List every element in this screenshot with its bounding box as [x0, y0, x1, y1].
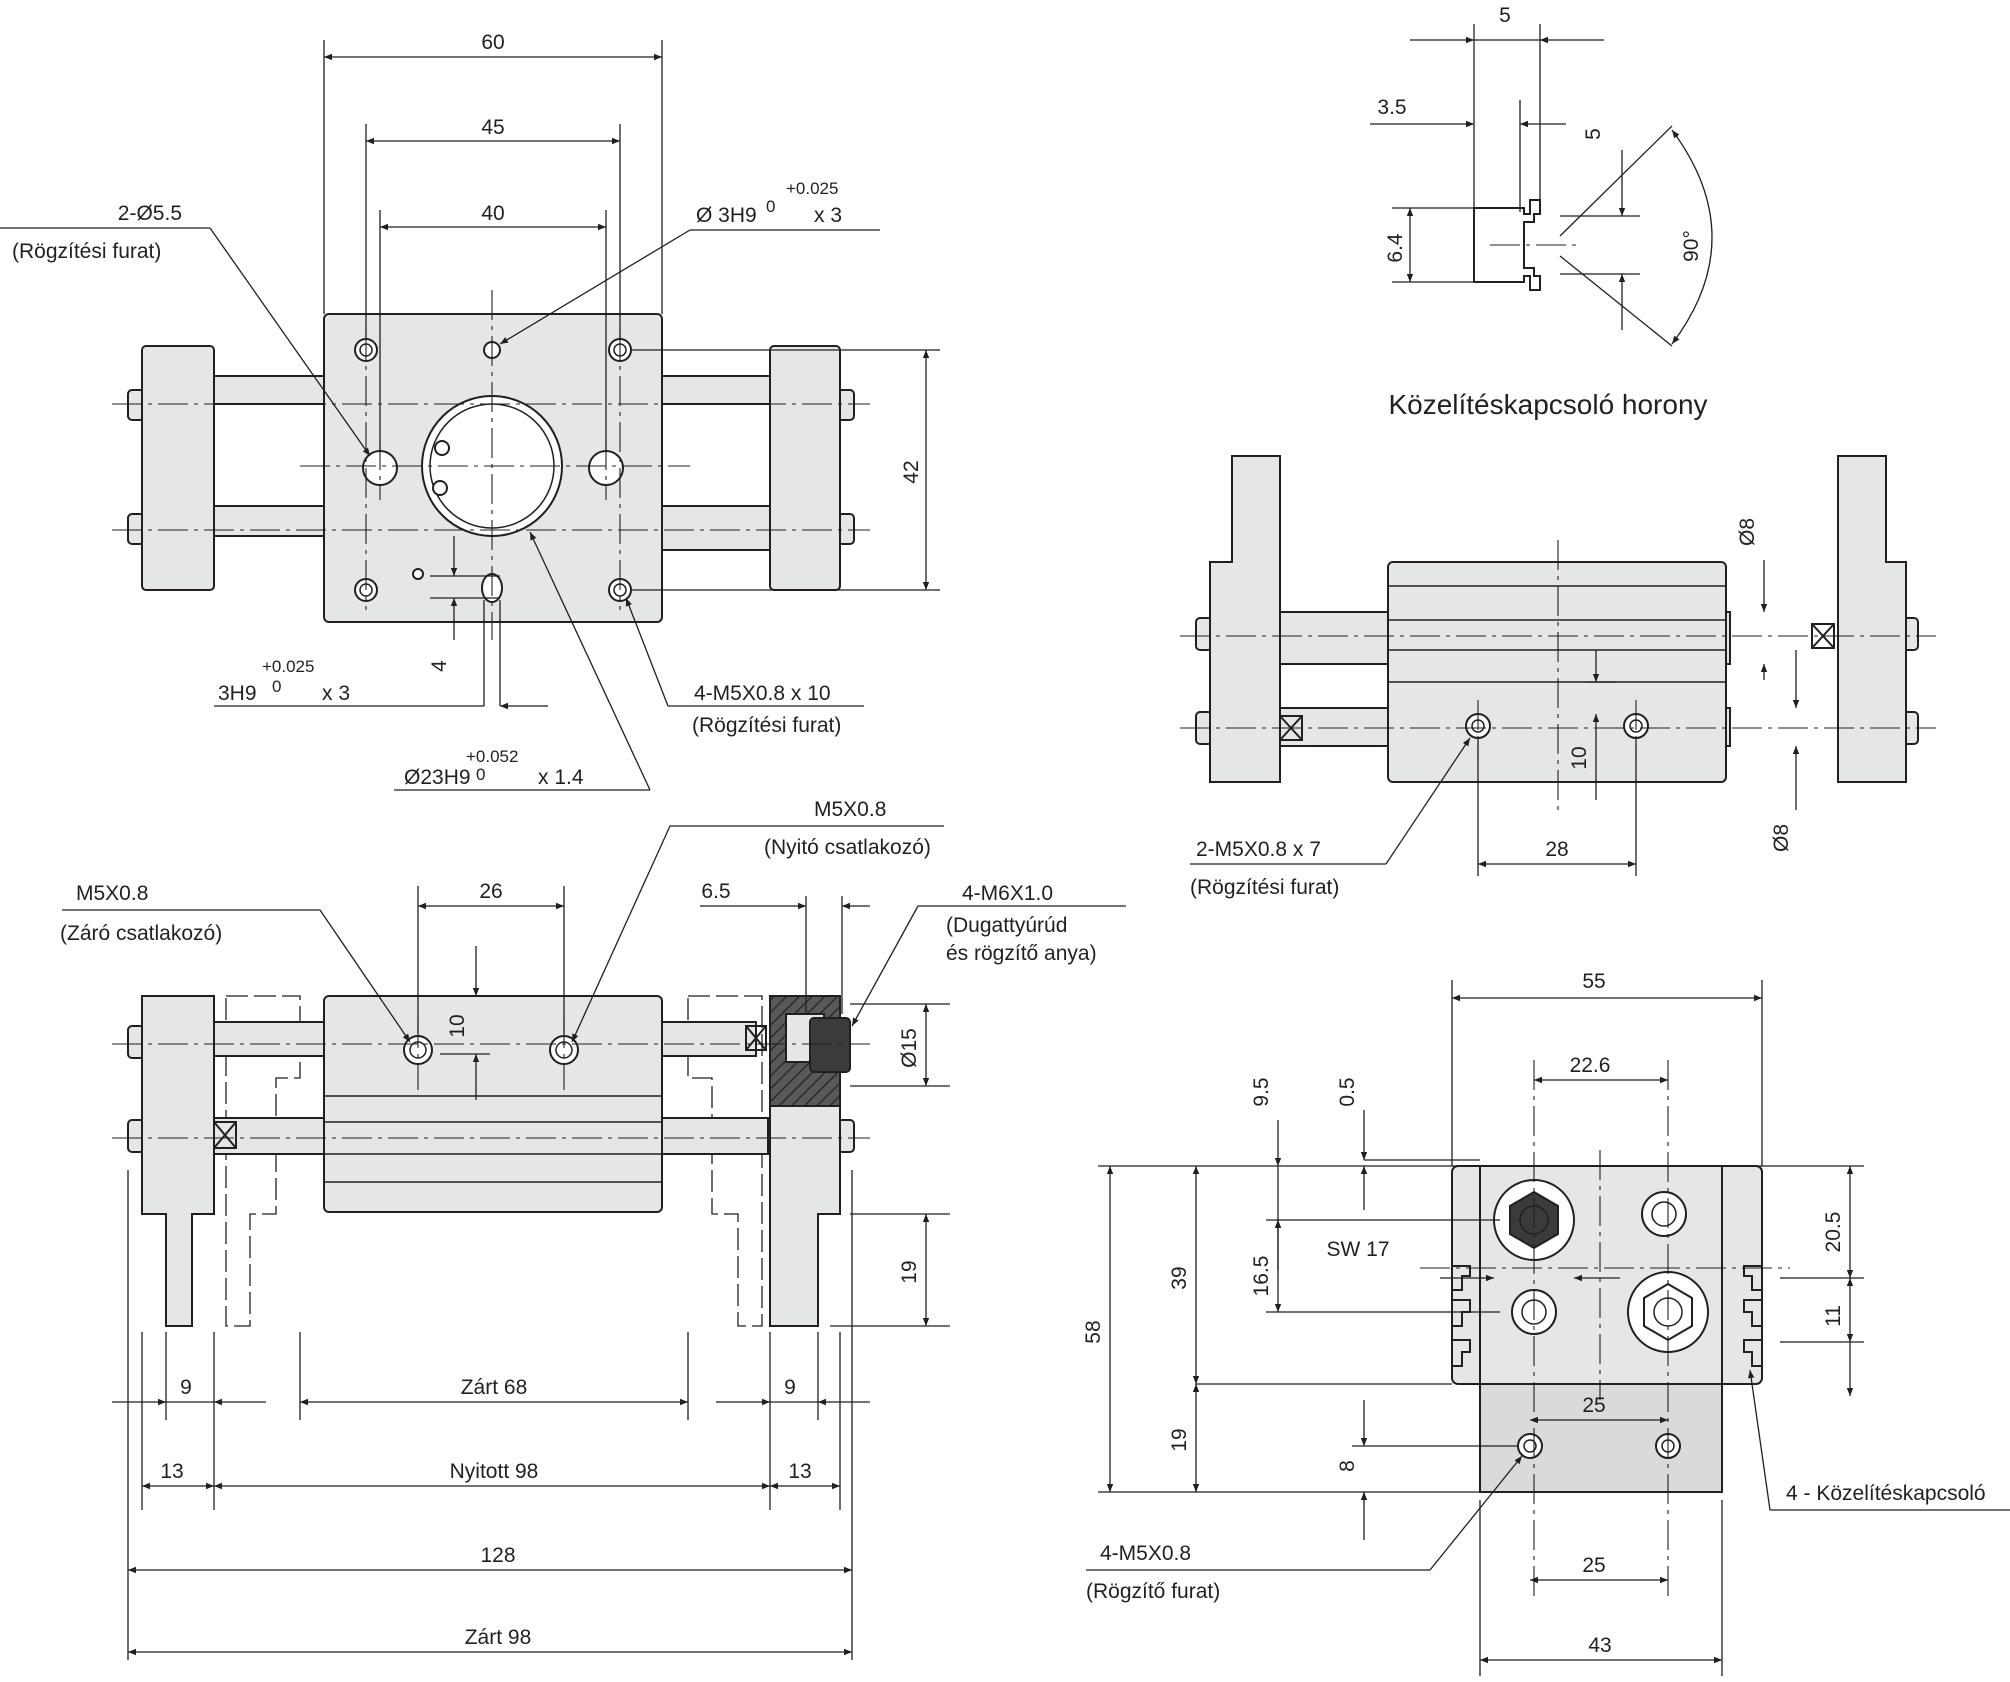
front-dim-10: 10	[446, 1014, 469, 1037]
end-dim-39: 39	[1168, 1266, 1191, 1289]
end-upper-plate	[1451, 1165, 1763, 1385]
slot-dim-5-top: 5	[1499, 4, 1511, 27]
end-dim-9-5: 9.5	[1250, 1077, 1273, 1106]
label-port-close-note: (Záró csatlakozó)	[60, 922, 222, 945]
end-dim-19: 19	[1168, 1428, 1191, 1451]
label-port-open: M5X0.8	[814, 798, 886, 821]
pin-hole-bottom-tol-lower: 0	[272, 677, 281, 696]
dim-40: 40	[481, 202, 504, 225]
end-dim-16-5: 16.5	[1250, 1256, 1273, 1297]
dim-42: 42	[900, 460, 923, 483]
label-mounting-holes: 2-Ø5.5	[118, 202, 182, 225]
end-thread-label: 4-M5X0.8	[1100, 1542, 1191, 1565]
end-dim-22-6: 22.6	[1570, 1054, 1611, 1077]
guide-rod-upper-left	[213, 375, 327, 405]
dim-4: 4	[428, 660, 451, 672]
end-dim-sw17: SW 17	[1326, 1238, 1389, 1261]
front-dim-128: 128	[480, 1544, 515, 1567]
guide-rod-upper-right	[659, 375, 771, 405]
front-dim-open-98: Nyitott 98	[450, 1460, 539, 1483]
label-mounting-holes-note: (Rögzítési furat)	[12, 240, 161, 263]
lock-nut	[809, 1017, 851, 1073]
slot-dim-3-5: 3.5	[1377, 96, 1406, 119]
front-dim-9-right: 9	[784, 1376, 796, 1399]
end-dim-25-lower: 25	[1582, 1554, 1605, 1577]
jaw-right-side	[1837, 455, 1907, 783]
gripper-body-front	[323, 995, 663, 1213]
end-dim-25-upper: 25	[1582, 1394, 1605, 1417]
side-dim-28: 28	[1545, 838, 1568, 861]
jaw-right	[769, 345, 841, 591]
slot-dim-6-4: 6.4	[1384, 233, 1407, 263]
pin-hole-small	[412, 568, 424, 580]
label-rod-thread: 4-M6X1.0	[962, 882, 1053, 905]
label-rod-thread-note-2: és rögzítő anya)	[946, 942, 1097, 965]
end-dim-20-5: 20.5	[1822, 1212, 1845, 1253]
bore-tol-upper: +0.052	[466, 747, 518, 766]
gripper-body-side	[1387, 561, 1727, 783]
end-switch-slot-label: 4 - Közelítéskapcsoló	[1786, 1482, 1986, 1505]
jaw-right-open-ghost	[687, 995, 763, 1327]
label-port-close: M5X0.8	[76, 882, 148, 905]
label-threaded-holes-note: (Rögzítési furat)	[692, 714, 841, 737]
label-pin-hole-bottom: 3H9	[218, 682, 257, 705]
jaw-left-front	[141, 995, 215, 1327]
end-dim-11: 11	[1822, 1305, 1845, 1327]
bore-screw	[432, 480, 448, 496]
front-dim-13-right: 13	[788, 1460, 811, 1483]
bore-depth: x 1.4	[538, 766, 584, 789]
label-rod-thread-note-1: (Dugattyúrúd	[946, 914, 1067, 937]
side-dim-d8-bottom: Ø8	[1770, 824, 1793, 852]
end-dim-8: 8	[1336, 1460, 1359, 1472]
dim-45: 45	[481, 116, 504, 139]
end-dim-58: 58	[1082, 1320, 1105, 1343]
front-dim-closed-68: Zárt 68	[461, 1376, 528, 1399]
end-dim-55: 55	[1582, 970, 1605, 993]
slot-angle: 90°	[1680, 230, 1703, 262]
end-dim-43: 43	[1588, 1634, 1611, 1657]
end-thread-hole	[1517, 1433, 1543, 1459]
end-dim-0-5: 0.5	[1336, 1077, 1359, 1106]
front-dim-closed-98: Zárt 98	[465, 1626, 532, 1649]
bore-tol-lower: 0	[476, 765, 485, 784]
slot-profile	[1473, 199, 1541, 291]
slot-caption: Közelítéskapcsoló horony	[1388, 389, 1707, 420]
slot-dim-5-side: 5	[1582, 128, 1605, 140]
guide-rod-lower-right	[659, 505, 771, 551]
dim-60: 60	[481, 31, 504, 54]
side-dim-d8-top: Ø8	[1736, 518, 1759, 546]
end-view: 55 22.6 9.5 0.5 SW 17 16.5 39 58 19 8	[1082, 970, 2010, 1676]
front-dim-19: 19	[898, 1260, 921, 1283]
front-dim-6-5: 6.5	[701, 880, 730, 903]
front-dim-13-left: 13	[160, 1460, 183, 1483]
guide-rod-lower-left	[213, 505, 327, 537]
front-dim-9-left: 9	[180, 1376, 192, 1399]
label-threaded-holes: 4-M5X0.8 x 10	[694, 682, 831, 705]
jaw-right-front	[769, 1105, 841, 1327]
front-view: 26 10 6.5 Ø15 19 9 Zá	[60, 798, 1126, 1660]
side-thread-label: 2-M5X0.8 x 7	[1196, 838, 1321, 861]
front-dim-26: 26	[479, 880, 502, 903]
side-thread-note: (Rögzítési furat)	[1190, 876, 1339, 899]
label-bore: Ø23H9	[404, 766, 471, 789]
end-thread-note: (Rögzítő furat)	[1086, 1580, 1220, 1603]
bore-screw	[434, 440, 450, 456]
right-view: Ø8 Ø8 10 28 2-M5X0.8 x 7 (Rögzítési fura…	[1180, 455, 1936, 899]
pin-hole-top-depth: x 3	[814, 204, 842, 227]
front-dim-d15: Ø15	[898, 1028, 921, 1068]
port-upper-right	[1641, 1191, 1687, 1237]
side-dim-10: 10	[1568, 746, 1591, 769]
label-pin-hole-top: Ø 3H9	[696, 204, 757, 227]
slot-detail: 5 3.5 6.4 5 90° Közelítéskapcsoló horony	[1370, 4, 1713, 420]
jaw-left-side	[1209, 455, 1281, 783]
pin-hole-bottom-tol-upper: +0.025	[262, 657, 314, 676]
pin-hole-top-tol-upper: +0.025	[786, 179, 838, 198]
label-port-open-note: (Nyitó csatlakozó)	[764, 836, 931, 859]
pin-hole-bottom-depth: x 3	[322, 682, 350, 705]
jaw-left	[141, 345, 215, 591]
pin-hole-top-tol-lower: 0	[766, 197, 775, 216]
top-view: 60 45 40 42 4 2-Ø5.5 (Rögzítési furat) Ø…	[0, 31, 940, 791]
